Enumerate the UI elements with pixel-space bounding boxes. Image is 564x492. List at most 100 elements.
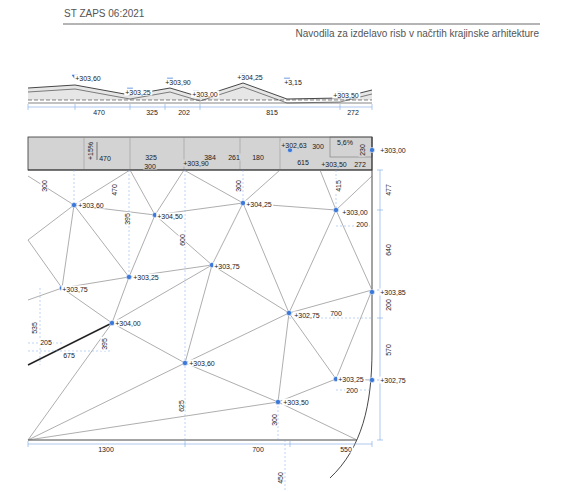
dimension-label: +3,15 xyxy=(283,79,303,86)
dimension-label: +303,90 xyxy=(182,160,210,167)
dimension-tick xyxy=(372,441,373,447)
dimension-label: 325 xyxy=(145,109,159,116)
dimension-label: 450 xyxy=(277,471,284,485)
dimension-label: 815 xyxy=(265,109,279,116)
header-rule xyxy=(63,24,540,25)
tin-edge xyxy=(212,265,289,313)
dimension-label: 261 xyxy=(227,154,241,161)
section-base-line xyxy=(28,103,372,104)
dimension-tick xyxy=(377,210,383,211)
dimension-label: +303,90 xyxy=(164,79,192,86)
dimension-tick xyxy=(340,104,341,110)
dimension-tick xyxy=(200,104,201,110)
dimension-label: +302,63 xyxy=(280,142,308,149)
section-fill xyxy=(28,83,372,100)
dimension-label: 600 xyxy=(179,233,186,247)
dimension-label: +302,75 xyxy=(379,377,407,384)
tin-edge xyxy=(28,323,112,440)
dimension-tick xyxy=(377,170,383,171)
tin-edge xyxy=(155,215,212,265)
dimension-label: 675 xyxy=(62,352,76,359)
tin-edge xyxy=(184,170,243,203)
dimension-label: +303,00 xyxy=(341,209,369,216)
section-datum-line xyxy=(28,100,372,101)
dimension-label: 325 xyxy=(144,154,158,161)
tin-edge xyxy=(28,363,185,440)
tin-edge xyxy=(112,323,185,363)
dimension-label: 202 xyxy=(177,109,191,116)
dimension-label: 180 xyxy=(251,154,265,161)
plan-boundary-arc xyxy=(330,350,372,478)
tin-edge xyxy=(185,363,278,402)
tin-edge xyxy=(62,205,74,288)
dimension-label: 300 xyxy=(311,143,325,150)
spot-level-marker xyxy=(126,274,131,279)
tin-edge xyxy=(112,265,212,323)
dimension-line xyxy=(278,402,279,440)
dimension-label: +302,75 xyxy=(293,312,321,319)
tin-edge xyxy=(129,215,155,277)
dimension-line xyxy=(285,440,286,490)
dimension-label: 615 xyxy=(296,159,310,166)
dimension-label: 570 xyxy=(385,343,392,357)
dimension-label: 5,6% xyxy=(336,139,354,146)
dimension-tick xyxy=(28,441,29,447)
tin-edge xyxy=(212,203,243,265)
tin-edge xyxy=(28,288,62,300)
spot-level-marker xyxy=(369,377,374,382)
dimension-label: +303,50 xyxy=(282,399,310,406)
dimension-label: +303,60 xyxy=(74,75,102,82)
dimension-label: +15% xyxy=(87,141,94,161)
tin-edge xyxy=(185,313,289,363)
page-header: Navodila za izdelavo risb v načrtih kraj… xyxy=(295,29,540,39)
tin-edge xyxy=(278,402,357,440)
dimension-label: +303,60 xyxy=(188,360,216,367)
dimension-tick xyxy=(377,440,383,441)
dimension-label: +303,85 xyxy=(379,289,407,296)
dimension-line xyxy=(380,170,381,440)
dimension-label: 230 xyxy=(359,143,366,157)
dimension-label: 205 xyxy=(39,339,53,346)
spot-level-marker xyxy=(369,289,374,294)
page-header: ST ZAPS 06:2021 xyxy=(63,9,145,19)
dimension-label: 625 xyxy=(178,399,185,413)
dimension-tick xyxy=(75,104,76,110)
dimension-label: 550 xyxy=(339,446,353,453)
spot-level-marker xyxy=(286,310,291,315)
spot-level-marker xyxy=(333,207,338,212)
dimension-label: 395 xyxy=(101,337,108,351)
tin-edge xyxy=(130,170,155,215)
tin-edge xyxy=(28,240,62,288)
dimension-label: +303,00 xyxy=(379,147,407,154)
paved-band xyxy=(28,137,372,170)
tin-edge xyxy=(289,210,336,313)
dimension-label: 640 xyxy=(385,243,392,257)
dimension-label: +304,50 xyxy=(156,213,184,220)
band-joint xyxy=(84,137,85,170)
dimension-label: +303,25 xyxy=(132,274,160,281)
section-ground-line xyxy=(28,87,372,103)
section-ground-line xyxy=(28,83,372,99)
dimension-label: 1300 xyxy=(97,446,115,453)
dimension-line xyxy=(40,288,41,365)
dimension-label: 200 xyxy=(385,298,392,312)
dimension-label: 200 xyxy=(355,221,369,228)
dimension-label: 470 xyxy=(98,155,112,162)
dimension-line xyxy=(243,170,244,203)
tin-edge xyxy=(185,265,212,363)
dimension-label: 470 xyxy=(92,109,106,116)
dimension-label: +303,60 xyxy=(77,202,105,209)
dimension-label: 700 xyxy=(329,310,343,317)
dimension-label: 300 xyxy=(235,179,242,193)
tin-edge xyxy=(155,170,184,215)
dimension-label: 272 xyxy=(346,109,360,116)
dimension-label: 395 xyxy=(124,212,131,226)
spot-level-marker xyxy=(182,360,187,365)
dimension-label: +303,50 xyxy=(332,92,360,99)
dimension-label: 415 xyxy=(335,179,342,193)
dimension-label: +303,50 xyxy=(320,161,348,168)
band-joint xyxy=(130,137,131,170)
tin-edge xyxy=(289,313,336,379)
tin-edge xyxy=(243,170,280,203)
